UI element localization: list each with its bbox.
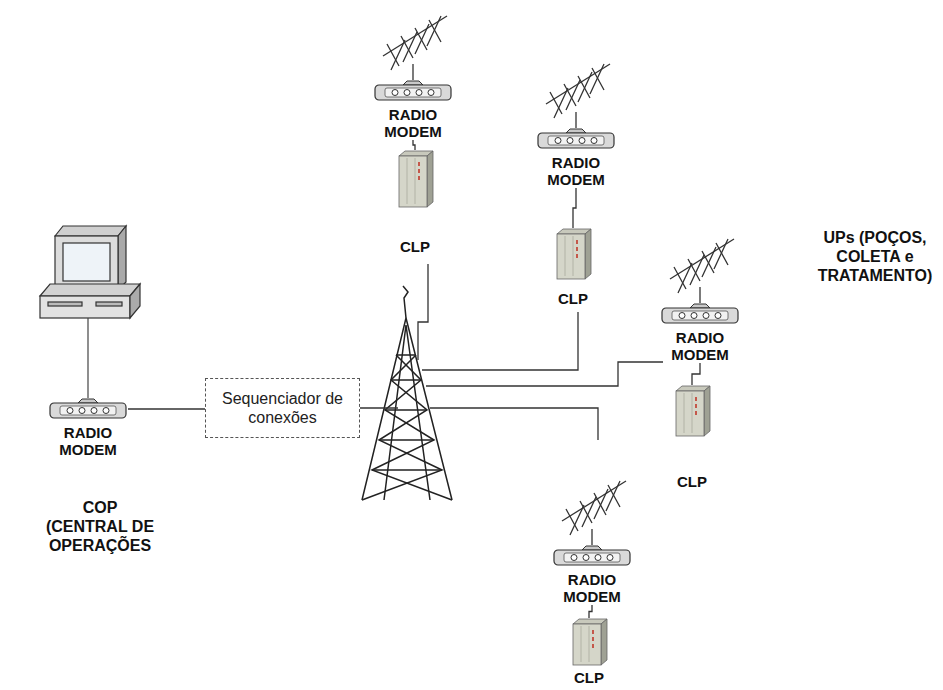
plc-unit: CLP	[672, 385, 712, 490]
radio-modem: RADIO MODEM	[536, 128, 616, 188]
plc-cabinet-icon	[569, 618, 609, 666]
plc-cabinet-icon	[672, 385, 712, 437]
modem-label: RADIO MODEM	[48, 424, 128, 458]
connector-line	[413, 140, 415, 150]
plc-unit: CLP	[553, 228, 593, 307]
computer-icon	[40, 226, 140, 318]
plc-label: CLP	[395, 238, 435, 255]
plc-label: CLP	[569, 669, 609, 686]
radio-modem-icon	[552, 545, 632, 567]
yagi-antenna	[383, 16, 734, 545]
radio-modem-icon	[536, 128, 616, 150]
plc-cabinet-icon	[395, 150, 435, 208]
plc-unit: CLP	[395, 150, 435, 255]
sequencer-box: Sequenciador de conexões	[205, 378, 360, 438]
modem-label: RADIO MODEM	[536, 154, 616, 188]
radio-modem: RADIO MODEM	[373, 80, 453, 140]
cable	[87, 318, 88, 398]
plc-label: CLP	[672, 473, 712, 490]
modem-label: RADIO MODEM	[373, 106, 453, 140]
plc-label: CLP	[553, 290, 593, 307]
radio-modem: RADIO MODEM	[552, 545, 632, 605]
connector-line	[128, 408, 205, 409]
sequencer-label: Sequenciador de conexões	[206, 385, 359, 431]
plc-cabinet-icon	[553, 228, 593, 280]
radio-modem-icon	[660, 303, 740, 325]
radio-modem: RADIO MODEM	[660, 303, 740, 363]
plc-unit: CLP	[569, 618, 609, 686]
radio-modem-icon	[48, 398, 128, 420]
connector-line	[692, 363, 700, 385]
radio-modem-icon	[373, 80, 453, 102]
modem-label: RADIO MODEM	[552, 571, 632, 605]
area-label: COP (CENTRAL DE OPERAÇÕES	[43, 498, 157, 555]
radio-link-wire	[360, 264, 663, 440]
radio-modem: RADIO MODEM	[48, 398, 128, 458]
radio-tower	[362, 286, 452, 500]
connector-line	[589, 605, 592, 618]
area-label: UPs (POÇOS, COLETA e TRATAMENTO)	[813, 228, 937, 285]
connector-line	[573, 188, 576, 228]
modem-label: RADIO MODEM	[660, 329, 740, 363]
